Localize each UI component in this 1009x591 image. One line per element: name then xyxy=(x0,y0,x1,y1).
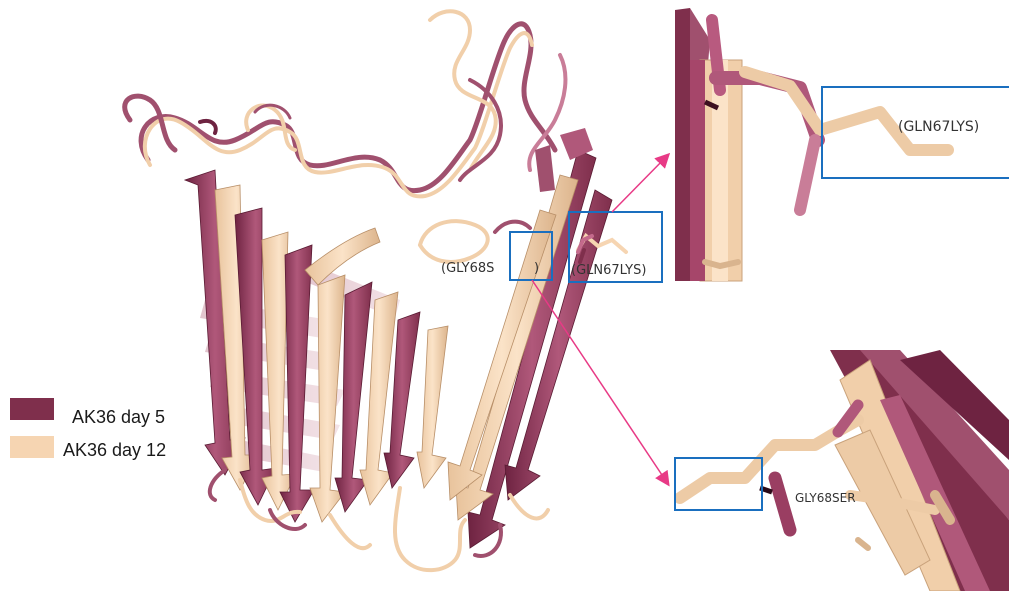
arrow-to-gln67lys-zoom xyxy=(612,155,668,212)
top-loops xyxy=(125,11,566,196)
legend-item-day5: AK36 day 5 xyxy=(10,389,165,428)
central-loop xyxy=(420,221,530,262)
legend-label-day12: AK36 day 12 xyxy=(63,440,166,461)
legend-item-day12: AK36 day 12 xyxy=(10,432,166,461)
gly68ser-main-label: (GLY68S xyxy=(441,261,494,276)
gly68ser-main-label-tail: ) xyxy=(534,261,539,276)
legend-swatch-day5 xyxy=(10,398,54,420)
zoom-panel-gly68ser xyxy=(672,348,1009,591)
legend-swatch-day12 xyxy=(10,436,54,458)
gln67lys-zoom-label: (GLN67LYS) xyxy=(898,119,979,135)
beta-strands-left xyxy=(185,170,314,522)
beta-strands-center xyxy=(305,228,448,522)
zoom-panel-gln67lys xyxy=(675,5,1009,281)
gln67lys-main-label: (GLN67LYS) xyxy=(571,263,646,278)
beta-strands-right xyxy=(448,128,612,548)
gly68ser-zoom-label: GLY68SER xyxy=(795,491,856,505)
legend-label-day5: AK36 day 5 xyxy=(72,407,165,428)
protein-structure-main xyxy=(125,11,626,570)
